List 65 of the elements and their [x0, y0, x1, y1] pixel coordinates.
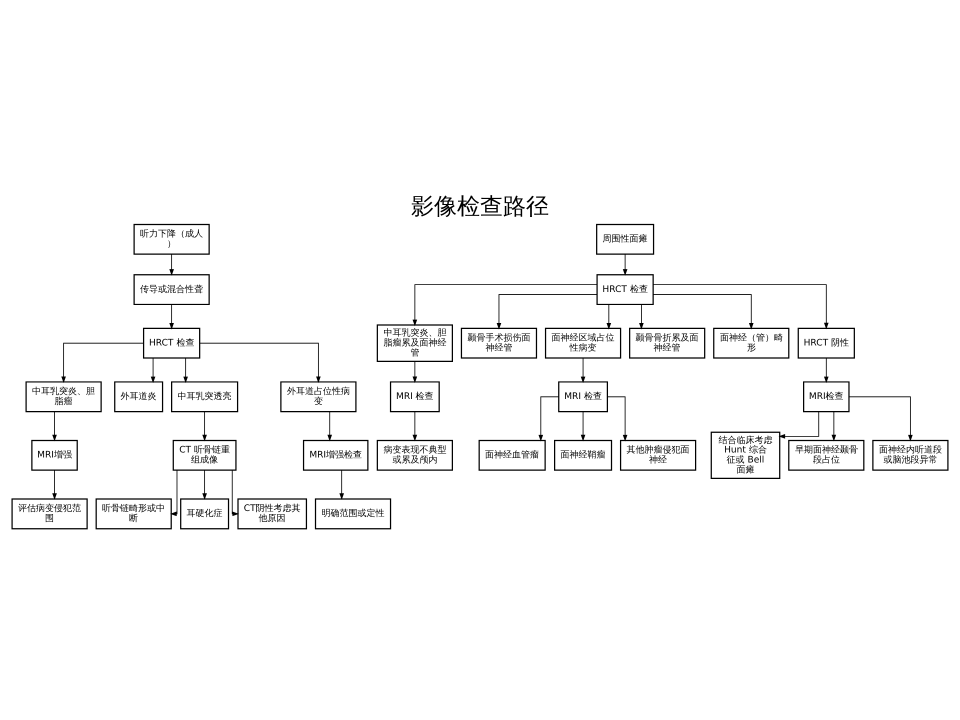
arrow [824, 357, 829, 383]
node-box: 面神经区域占位性病变 [544, 327, 622, 358]
node-box: 颞骨骨折累及面神经管 [629, 327, 706, 358]
arrow [169, 304, 174, 330]
arrow [200, 342, 321, 383]
arrow [412, 410, 418, 441]
node-box: 早期面神经颞骨段占位 [788, 439, 864, 470]
arrow [778, 410, 820, 438]
arrow [412, 360, 418, 383]
arrow [606, 304, 612, 330]
node-box: 外耳道占位性病变 [280, 380, 357, 412]
arrow [170, 469, 178, 516]
node-box: 面神经鞘瘤 [554, 439, 612, 470]
node-box: 结合临床考虑 Hunt 综合征或 Bell 面瘫 [710, 431, 780, 479]
arrow [327, 410, 332, 441]
arrow [52, 469, 57, 500]
arrow [150, 357, 156, 383]
node-box: 其他肿瘤侵犯面神经 [620, 439, 696, 470]
node-box: 中耳乳突透亮 [171, 380, 238, 412]
node-box: MRI 检查 [390, 380, 440, 412]
node-box: CT 听骨链重组成像 [172, 439, 237, 470]
arrow [232, 469, 240, 516]
node-box: 中耳乳突炎、胆脂瘤累及面神经管 [376, 324, 453, 362]
node-box: 听力下降（成人） [134, 223, 210, 254]
node-box: MRI 检查 [558, 380, 608, 412]
arrow [339, 469, 344, 500]
node-box: 周围性面瘫 [596, 223, 654, 254]
arrow [169, 253, 174, 276]
arrow [652, 284, 829, 329]
node-box: 外耳道炎 [114, 380, 164, 412]
node-box: 病变表现不典型或累及颅内 [376, 439, 453, 470]
arrow [202, 469, 207, 500]
arrow [538, 396, 560, 441]
arrow [52, 410, 57, 441]
node-box: HRCT 检查 [596, 274, 654, 305]
node-box: 颞骨手术损伤面神经管 [460, 327, 538, 358]
arrow [183, 357, 188, 383]
node-box: HRCT 阴性 [798, 327, 855, 358]
arrow [412, 284, 598, 326]
node-box: 中耳乳突炎、胆脂瘤 [25, 380, 102, 412]
node-box: HRCT 检查 [142, 327, 200, 358]
diagram-title: 影像检查路径 [411, 194, 549, 220]
arrow [496, 294, 598, 330]
node-box: CT阴性考虑其他原因 [237, 498, 308, 529]
arrow [607, 396, 628, 441]
arrow [580, 410, 586, 441]
arrow [653, 294, 754, 330]
arrow [832, 410, 836, 441]
node-box: 传导或混合性聋 [134, 274, 210, 305]
node-box: 明确范围或定性 [314, 498, 392, 529]
node-box: 评估病变侵犯范围 [11, 498, 88, 529]
node-box: 听骨链畸形或中断 [96, 498, 172, 529]
node-box: 面神经（管）畸形 [713, 327, 790, 358]
node-box: MRI增强检查 [302, 439, 368, 470]
arrow [639, 304, 644, 330]
arrow [622, 253, 628, 276]
node-box: 耳硬化症 [180, 498, 230, 529]
node-box: MRI检查 [803, 380, 850, 412]
arrow [202, 410, 207, 441]
arrow [848, 396, 913, 441]
arrow [580, 357, 586, 383]
arrow [61, 342, 144, 383]
node-box: 面神经血管瘤 [478, 439, 546, 470]
node-box: MRI增强 [31, 439, 78, 470]
node-box: 面神经内听道段或脑池段异常 [872, 439, 949, 470]
